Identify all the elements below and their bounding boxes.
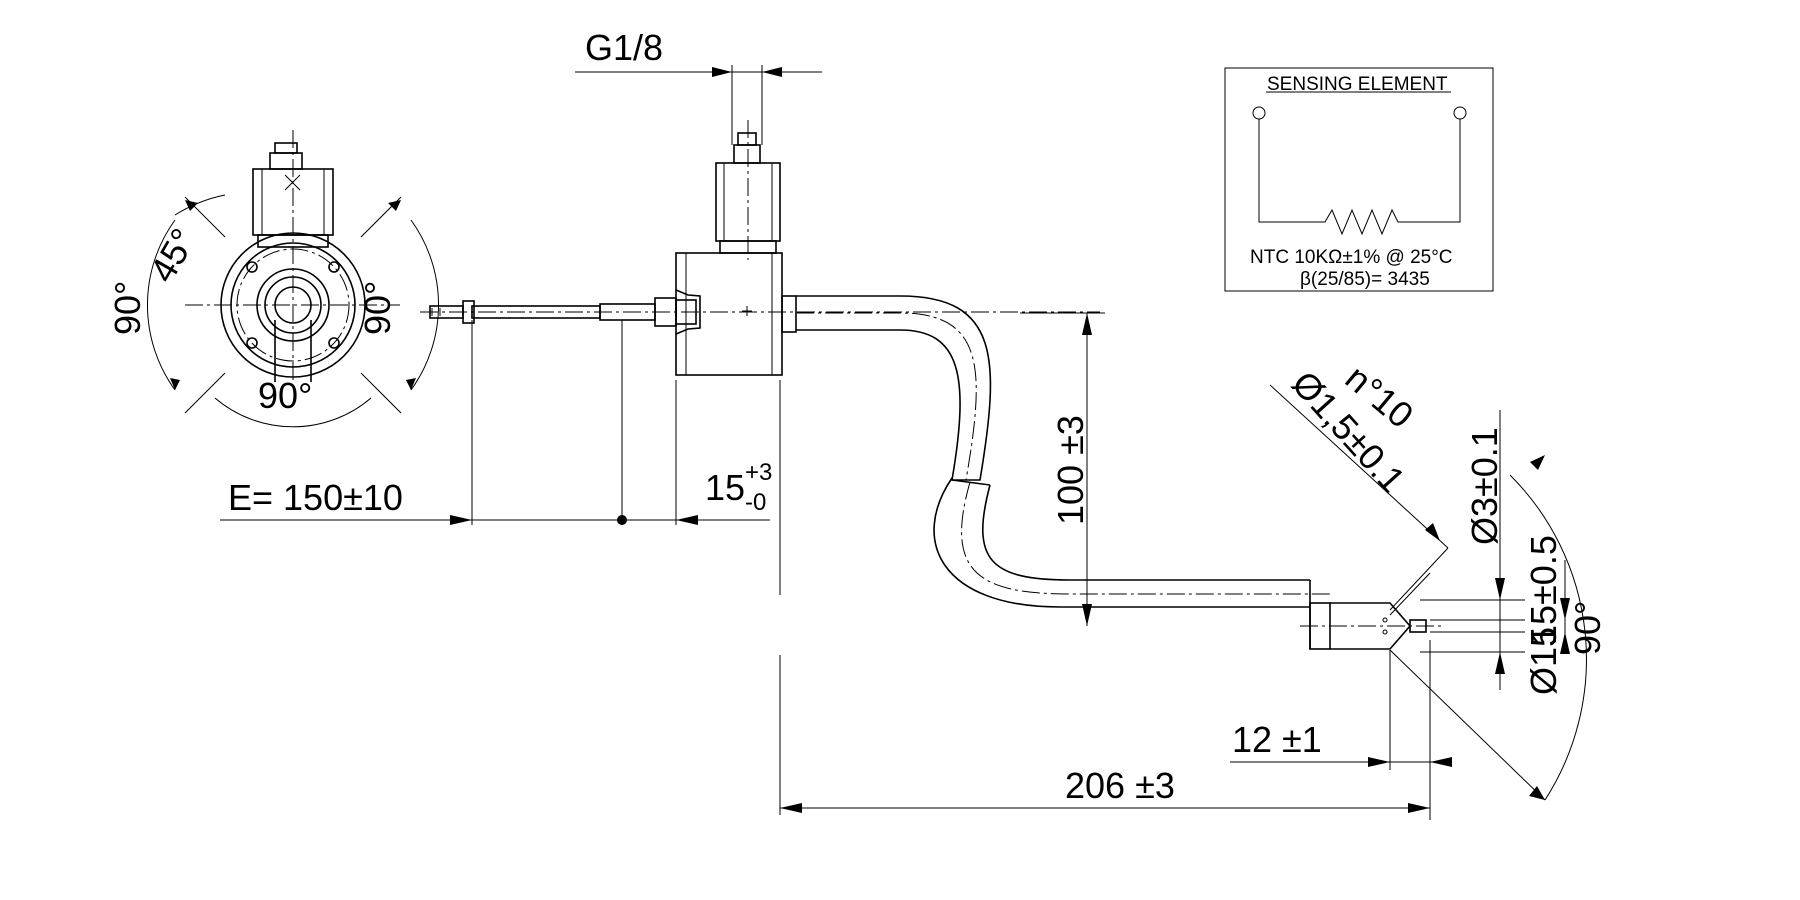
height-label: 100 ±3 [1050,415,1091,525]
offset-label: 15 [705,467,745,508]
cable-length-label: E= 150±10 [228,477,403,518]
total-length-label: 206 ±3 [1065,765,1175,806]
angle-90-left-label: 90° [107,281,148,335]
tip-dimensions [780,384,1587,820]
sensing-spec-line2: β(25/85)= 3435 [1300,269,1430,290]
angle-45-label: 45° [141,221,204,289]
tube-diameter-label: Ø15 [1523,627,1564,695]
angle-90-right-label: 90° [357,281,398,335]
front-view [147,130,439,428]
tube-offset-label: 15±0.5 [1523,535,1564,645]
sensing-element-title: SENSING ELEMENT [1267,74,1448,95]
tip-diameter-label: Ø3±0.1 [1464,427,1505,545]
offset-sup-label: +3 [745,459,772,486]
bent-tube [796,295,1445,650]
tip-angle-label: 90° [1567,601,1608,655]
tip-length-label: 12 ±1 [1232,719,1322,760]
sensing-spec-line1: NTC 10KΩ±1% @ 25°C [1250,247,1453,268]
sensing-element-box [1224,67,1494,292]
angle-90-bottom-label: 90° [258,375,312,416]
offset-sub-label: -0 [745,489,766,516]
thread-label: G1/8 [585,27,663,68]
height-dimension [1020,312,1105,626]
side-view [220,65,1100,815]
